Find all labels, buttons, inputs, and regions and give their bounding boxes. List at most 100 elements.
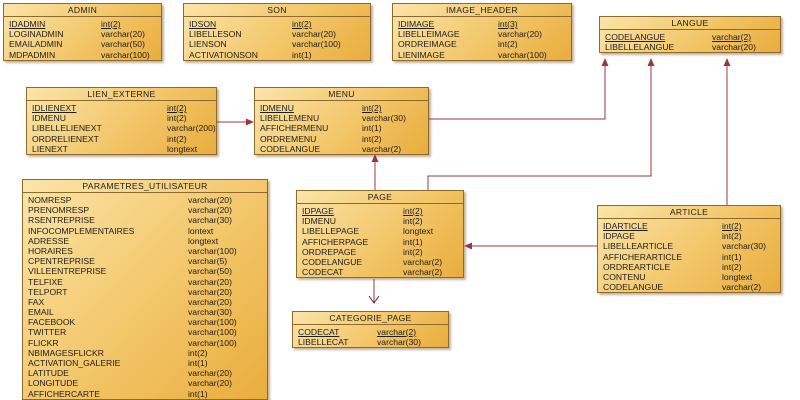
column-type: varchar(2) xyxy=(362,143,402,154)
column-name: CODELANGUE xyxy=(302,256,363,267)
column-type: varchar(20) xyxy=(188,195,232,205)
column-type: varchar(20) xyxy=(188,296,232,307)
link-crowfoot xyxy=(368,295,380,304)
column-name: LIBELLESON xyxy=(189,29,242,40)
column-name: INFOCOMPLEMENTAIRES xyxy=(28,225,135,236)
column-type: varchar(20) xyxy=(101,29,145,40)
column-type: int(2) xyxy=(362,133,382,144)
column-type: longtext xyxy=(722,271,753,282)
column-name: IDIMAGE xyxy=(398,19,435,29)
column-name: LIENEXT xyxy=(32,143,68,154)
column-name: IDPAGE xyxy=(302,206,334,216)
column-type: int(2) xyxy=(403,206,423,216)
column-type: int(2) xyxy=(167,113,187,124)
column-name: ACTIVATION_GALERIE xyxy=(28,358,121,368)
table-title: IMAGE_HEADER xyxy=(393,4,571,17)
column-name: CPENTREPRISE xyxy=(28,256,95,267)
column-type: varchar(20) xyxy=(188,286,232,297)
column-type: varchar(2) xyxy=(403,256,443,267)
column-name: IDLIENEXT xyxy=(32,103,77,113)
column-type: varchar(20) xyxy=(188,378,232,389)
column-row: CONTENU longtext xyxy=(598,272,780,282)
column-type: int(2) xyxy=(101,19,121,29)
column-name: CODELANGUE xyxy=(603,282,664,293)
column-type: int(1) xyxy=(292,49,312,60)
column-name: ORDRELIENEXT xyxy=(32,133,99,144)
column-type: int(3) xyxy=(498,19,518,29)
column-type: varchar(30) xyxy=(377,337,421,348)
column-type: varchar(20) xyxy=(712,42,756,53)
column-name: ORDREARTICLE xyxy=(603,261,671,272)
column-type: longtext xyxy=(403,226,434,237)
column-type: int(2) xyxy=(292,19,312,29)
column-row: FAX varchar(20) xyxy=(23,297,267,307)
column-name: AFFICHERCARTE xyxy=(28,388,100,399)
column-name: ADRESSE xyxy=(28,235,70,246)
column-name: NBIMAGESFLICKR xyxy=(28,347,104,358)
table-title: PARAMETRES_UTILISATEUR xyxy=(23,180,267,193)
column-name: FAX xyxy=(28,296,45,307)
link-arrowhead xyxy=(371,154,379,162)
column-name: AFFICHERMENU xyxy=(260,123,329,134)
column-type: int(1) xyxy=(403,236,423,247)
column-name: CONTENU xyxy=(603,271,646,282)
column-type: varchar(20) xyxy=(292,29,336,40)
column-name: CODECAT xyxy=(302,267,344,278)
column-name: AFFICHERPAGE xyxy=(302,236,369,247)
column-name: FLICKR xyxy=(28,337,59,348)
table-title: ARTICLE xyxy=(598,206,780,219)
column-type: varchar(30) xyxy=(362,113,406,124)
column-name: RSENTREPRISE xyxy=(28,215,95,226)
primary-key-row: IDIMAGE int(3) xyxy=(393,19,571,29)
table-title: LIEN_EXTERNE xyxy=(27,88,216,101)
column-name: LIBELLEIMAGE xyxy=(398,29,460,40)
column-type: longtext xyxy=(167,143,198,154)
column-name: LATITUDE xyxy=(28,368,69,379)
column-type: varchar(20) xyxy=(188,205,232,216)
link-arrowhead xyxy=(246,118,254,126)
column-name: IDADMIN xyxy=(9,19,46,29)
column-name: TELFIXE xyxy=(28,276,63,287)
column-type: varchar(2) xyxy=(712,32,752,42)
column-name: AFFICHERARTICLE xyxy=(603,251,683,262)
column-type: lontext xyxy=(188,225,214,236)
table-title: LANGUE xyxy=(600,17,780,30)
column-name: IDPAGE xyxy=(603,231,635,242)
table-title: CATEGORIE_PAGE xyxy=(293,312,448,325)
